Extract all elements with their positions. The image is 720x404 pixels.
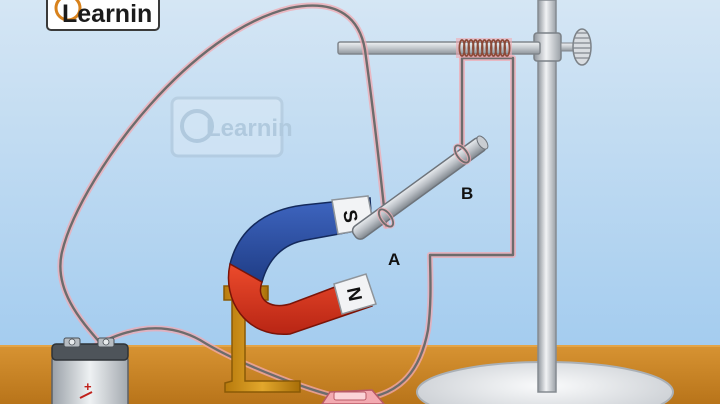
point-b-label: B	[461, 184, 473, 203]
battery-plus-mark: +	[84, 379, 92, 394]
battery-icon: +	[51, 337, 129, 404]
metal-rod-icon	[351, 135, 489, 240]
battery-terminal-left	[63, 337, 81, 348]
learnin-watermark-icon: Learnin	[170, 96, 293, 158]
thumbscrew-icon	[572, 28, 592, 66]
retort-stand-icon	[337, 0, 576, 393]
north-pole-label: N	[342, 285, 365, 303]
coil-spring-icon	[456, 38, 512, 58]
point-a-label: A	[388, 250, 400, 269]
battery-terminal-right	[97, 337, 115, 348]
battery-stripe	[79, 391, 93, 399]
logo-text: Learnin	[62, 0, 152, 28]
north-pole-face	[333, 273, 377, 315]
south-pole-label: S	[338, 208, 361, 224]
rod-contact-loops	[376, 143, 472, 229]
circuit-wire	[57, 2, 516, 401]
learnin-logo-icon: Learnin	[46, 0, 160, 31]
watermark-text: Learnin	[206, 115, 293, 142]
coil-turn	[503, 39, 511, 57]
switch-icon	[321, 389, 385, 404]
